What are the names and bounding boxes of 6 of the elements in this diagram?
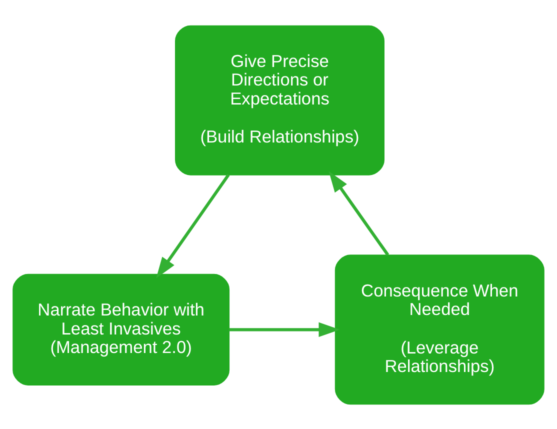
node-box: Give Precise Directions or Expectations (Build Relationships) [175,24,384,175]
arrow [229,322,340,337]
arrow [156,174,230,278]
arrow [328,170,390,256]
node-box: Narrate Behavior with Least Invasives (Management 2.0) [12,273,230,385]
node-box: Consequence When Needed (Leverage Relationships) [334,254,544,404]
